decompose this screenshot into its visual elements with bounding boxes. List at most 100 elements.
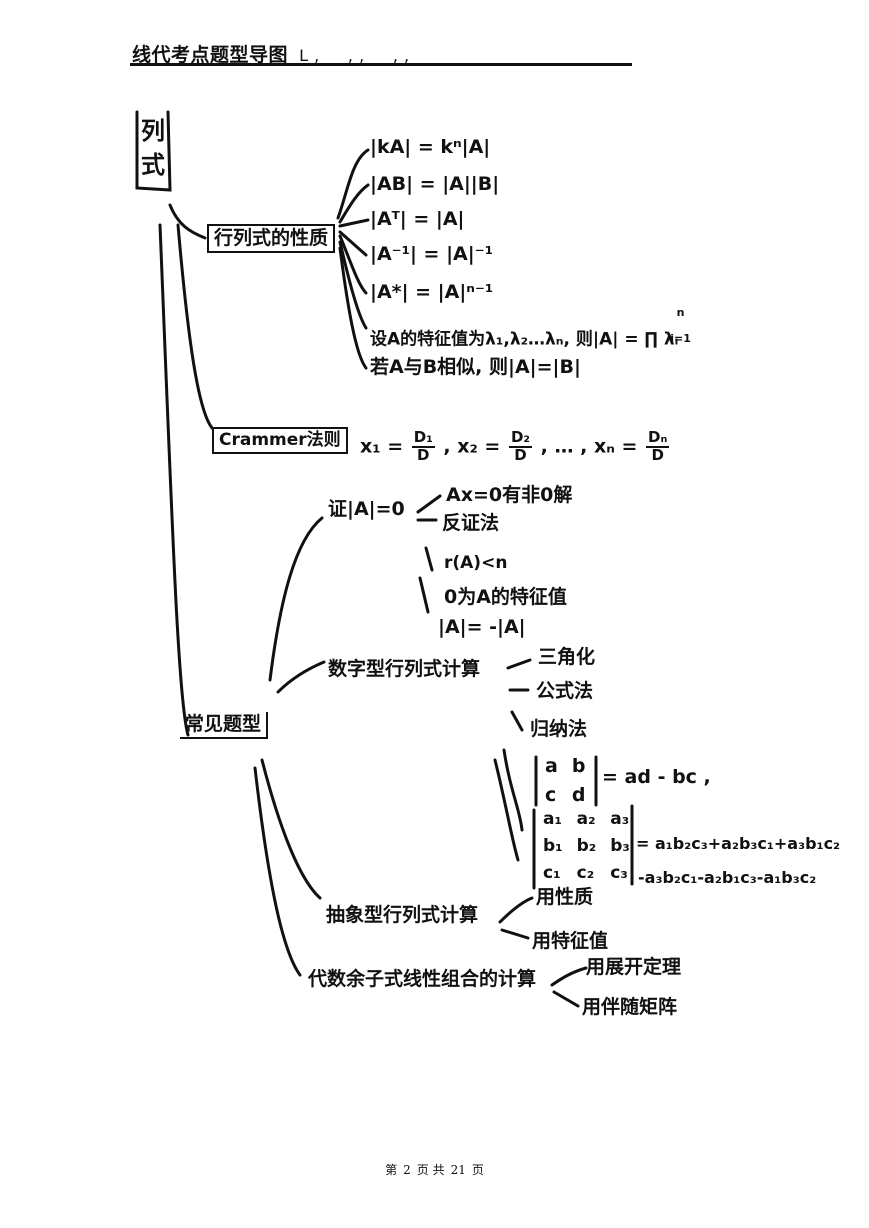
connector-types-cofactor [253, 766, 302, 977]
property-item-5: |A*| = |A|ⁿ⁻¹ [370, 281, 494, 303]
product-upper: n [676, 306, 685, 319]
connector-types-prove [268, 516, 324, 682]
root-title-char-2: 式 [141, 151, 165, 179]
footer-page: 2 [403, 1163, 411, 1177]
property-item-6: 设A的特征值为λ₁,λ₂…λₙ, 则|A| = ∏ λᵢ n i=1 [370, 307, 693, 358]
connector-numeric-1 [506, 658, 532, 670]
m3-cell: c₃ [610, 863, 628, 883]
abstract-label: 抽象型行列式计算 [326, 904, 479, 926]
connector-numeric-3 [510, 710, 524, 732]
cramer-num-2: D₂ [508, 428, 533, 448]
numeric-item-2: 公式法 [536, 680, 594, 702]
trunk-line [158, 223, 190, 737]
cramer-num-1: D₁ [411, 428, 435, 448]
connector-prove-1 [416, 494, 442, 514]
product-lower: i=1 [670, 331, 691, 345]
connector-numeric-5 [493, 758, 520, 862]
connector-prop-4 [338, 230, 368, 257]
property-item-4: |A⁻¹| = |A|⁻¹ [370, 243, 494, 265]
footer-total: 21 [450, 1163, 466, 1177]
abstract-item-2: 用特征值 [532, 930, 609, 952]
connector-prop-2 [338, 183, 370, 224]
prove-item-3: r(A)<n [444, 553, 508, 573]
m3-cell: b₁ [543, 836, 563, 856]
prove-item-5: |A|= -|A| [438, 616, 526, 638]
connector-root-cramer [176, 223, 214, 430]
prove-item-1: Ax=0有非0解 [446, 484, 573, 506]
m3-cell: a₂ [576, 809, 596, 829]
connector-prop-3 [338, 218, 370, 228]
header-trailing-marks: L , __ , , __ , , [299, 46, 410, 65]
connector-prop-1 [336, 148, 370, 220]
cramer-den-n: D [651, 445, 664, 464]
connector-types-abstract [260, 758, 322, 900]
footer-post: 页 [471, 1163, 484, 1177]
footer-mid: 页 共 [416, 1163, 445, 1177]
prove-item-4: 0为A的特征值 [444, 586, 567, 608]
connector-prove-4 [418, 576, 430, 614]
footer-pre: 第 [385, 1163, 398, 1177]
connector-cofactor-1 [550, 966, 588, 987]
connector-numeric-4 [502, 748, 524, 832]
property-item-7: 若A与B相似, 则|A|=|B| [370, 356, 581, 378]
root-title-char-1: 列 [141, 117, 165, 145]
cofactor-label: 代数余子式线性组合的计算 [308, 968, 537, 990]
m3-cell: c₂ [576, 863, 595, 883]
connector-types-numeric [276, 660, 326, 694]
numeric-label: 数字型行列式计算 [328, 658, 481, 680]
m2-cell: c [545, 784, 557, 806]
connector-root-properties [168, 203, 207, 240]
m3-cell: a₁ [543, 809, 562, 829]
numeric-item-1: 三角化 [538, 646, 596, 668]
cramer-x2: , x₂ = [443, 435, 501, 458]
cramer-xn: xₙ = [593, 435, 638, 458]
product-bounds: n i=1 [670, 307, 691, 344]
connector-cofactor-2 [552, 990, 580, 1008]
header-underline [130, 63, 632, 66]
matrix-3x3-result-1: = a₁b₂c₃+a₂b₃c₁+a₃b₁c₂ [636, 834, 841, 853]
cofactor-item-2: 用伴随矩阵 [582, 996, 678, 1018]
cramer-den-1: D [417, 445, 430, 464]
cramer-dots: , … , [540, 435, 588, 458]
property-item-2: |AB| = |A||B| [370, 173, 500, 195]
m3-cell: c₁ [543, 863, 561, 883]
m3-cell: a₃ [610, 809, 630, 829]
property-item-3: |Aᵀ| = |A| [370, 208, 465, 230]
m3-cell: b₂ [576, 836, 597, 856]
m2-cell: b [571, 755, 586, 777]
root-title: 列 式 [138, 114, 168, 182]
m2-cell: a [545, 755, 558, 777]
connector-prop-7 [338, 246, 368, 370]
connector-prop-5 [338, 234, 368, 295]
root-box-border [135, 110, 172, 192]
cramer-num-n: Dₙ [646, 428, 670, 448]
connector-abstract-2 [500, 928, 530, 940]
numeric-item-3: 归纳法 [530, 718, 588, 740]
header-title: 线代考点题型导图 [132, 44, 289, 66]
prove-item-2: 反证法 [442, 512, 500, 534]
document-header: 线代考点题型导图 L , __ , , __ , , [132, 40, 410, 67]
m3-cell: b₃ [610, 836, 630, 856]
abstract-item-1: 用性质 [536, 886, 594, 908]
branch-types-label: 常见题型 [180, 712, 269, 739]
connector-prove-3 [424, 546, 434, 572]
cofactor-item-1: 用展开定理 [586, 956, 682, 978]
m2-cell: d [571, 784, 586, 806]
matrix-3x3-result-2: -a₃b₂c₁-a₂b₁c₃-a₁b₃c₂ [638, 868, 817, 887]
matrix-3x3: a₁ a₂ a₃ b₁ b₂ b₃ c₁ c₂ c₃ [536, 806, 637, 887]
cramer-den-2: D [514, 445, 527, 464]
connector-prop-6 [338, 240, 368, 330]
branch-properties-label: 行列式的性质 [207, 224, 336, 253]
prove-label: 证|A|=0 [328, 498, 405, 520]
cramer-x1: x₁ = [360, 435, 404, 458]
matrix-2x2-result: = ad - bc , [602, 766, 711, 788]
property-item-6-text: 设A的特征值为λ₁,λ₂…λₙ, 则|A| = ∏ λᵢ [370, 329, 679, 350]
property-item-1: |kA| = kⁿ|A| [370, 136, 491, 158]
